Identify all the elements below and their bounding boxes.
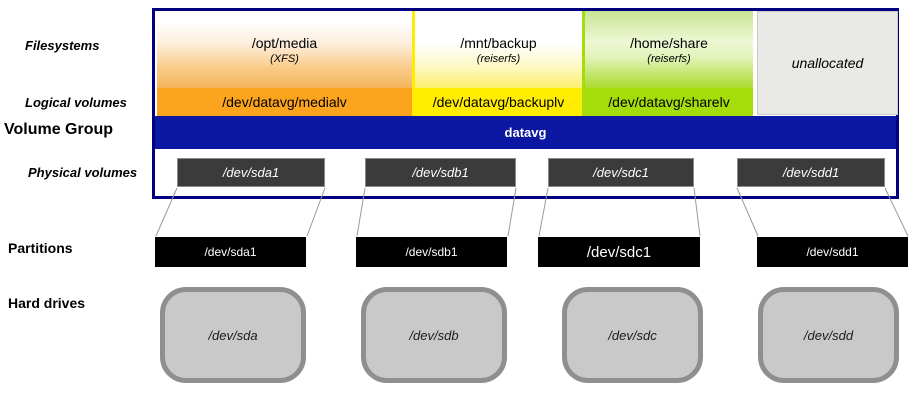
partitions-row-label: Partitions [8, 240, 73, 256]
filesystem-opt-media: /opt/media (XFS) [157, 11, 412, 88]
filesystem-mount-label: /home/share [630, 34, 708, 51]
filesystem-column-mnt-backup: /mnt/backup (reiserfs) /dev/datavg/backu… [412, 11, 582, 116]
filesystem-type-label: (reiserfs) [647, 52, 691, 65]
logical-volume-backuplv: /dev/datavg/backuplv [415, 88, 582, 116]
hard-drive-sdb: /dev/sdb [361, 287, 507, 383]
physical-volume-sdd1: /dev/sdd1 [737, 158, 885, 187]
filesystem-mnt-backup: /mnt/backup (reiserfs) [415, 11, 582, 88]
logical-volume-sharelv: /dev/datavg/sharelv [585, 88, 753, 116]
filesystem-column-opt-media: /opt/media (XFS) /dev/datavg/medialv [157, 11, 412, 116]
physical-volume-sdc1: /dev/sdc1 [548, 158, 694, 187]
volume-group-box: /opt/media (XFS) /dev/datavg/medialv /mn… [152, 8, 899, 199]
logical-volume-medialv: /dev/datavg/medialv [157, 88, 412, 116]
partition-sdd1: /dev/sdd1 [757, 237, 908, 267]
filesystem-home-share: /home/share (reiserfs) [585, 11, 753, 88]
hard-drive-sda: /dev/sda [160, 287, 306, 383]
volume-group-bar: datavg [155, 116, 896, 149]
physical-volume-sda1: /dev/sda1 [177, 158, 325, 187]
filesystem-type-label: (reiserfs) [476, 52, 521, 65]
unallocated-space-block: unallocated [757, 11, 898, 115]
partition-sda1: /dev/sda1 [155, 237, 306, 267]
hard-drive-sdc: /dev/sdc [562, 287, 703, 383]
filesystems-row-label: Filesystems [25, 38, 100, 53]
filesystem-type-label: (XFS) [270, 52, 299, 65]
logical-volumes-row-label: Logical volumes [25, 95, 127, 110]
hard-drives-row-label: Hard drives [8, 295, 86, 311]
filesystem-mount-label: /mnt/backup [460, 34, 537, 51]
volume-group-row-label: Volume Group [4, 121, 114, 138]
hard-drive-sdd: /dev/sdd [758, 287, 899, 383]
filesystem-column-home-share: /home/share (reiserfs) /dev/datavg/share… [582, 11, 753, 116]
physical-volumes-row-label: Physical volumes [28, 165, 138, 180]
partition-sdb1: /dev/sdb1 [356, 237, 507, 267]
physical-volume-sdb1: /dev/sdb1 [365, 158, 516, 187]
partition-sdc1: /dev/sdc1 [538, 237, 700, 267]
filesystem-mount-label: /opt/media [251, 34, 318, 51]
volume-group-name: datavg [504, 125, 547, 140]
